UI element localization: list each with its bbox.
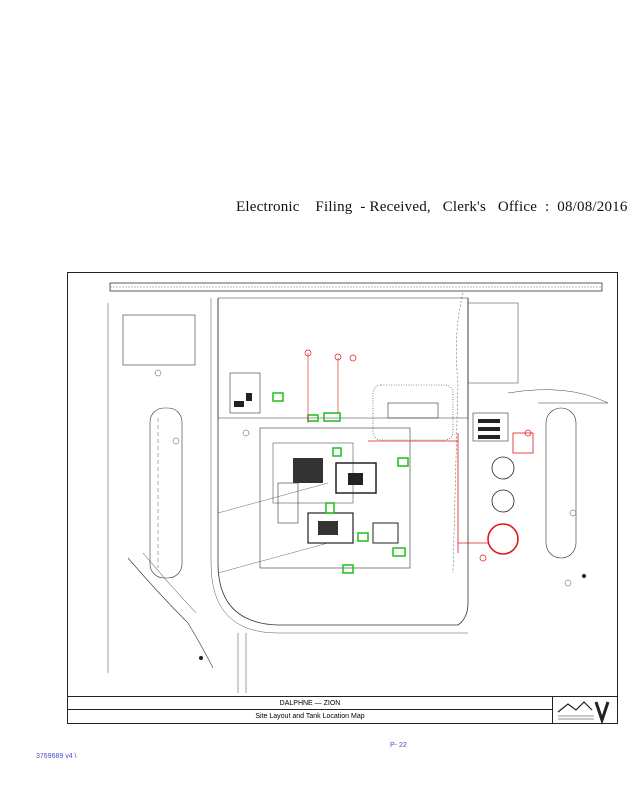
sheet-title: Site Layout and Tank Location Map: [68, 710, 553, 724]
document-id: 3769689 v4 \: [36, 753, 77, 760]
filing-stamp: Electronic Filing - Received, Clerk's Of…: [236, 199, 628, 215]
site-drawing: DALPHNE — ZION Site Layout and Tank Loca…: [67, 272, 618, 725]
company-logo-icon: [557, 701, 610, 725]
title-block: DALPHNE — ZION Site Layout and Tank Loca…: [68, 696, 617, 725]
page-number: P- 22: [390, 742, 407, 749]
site-plan-drawing: [107, 282, 609, 693]
project-name: DALPHNE — ZION: [68, 697, 553, 710]
